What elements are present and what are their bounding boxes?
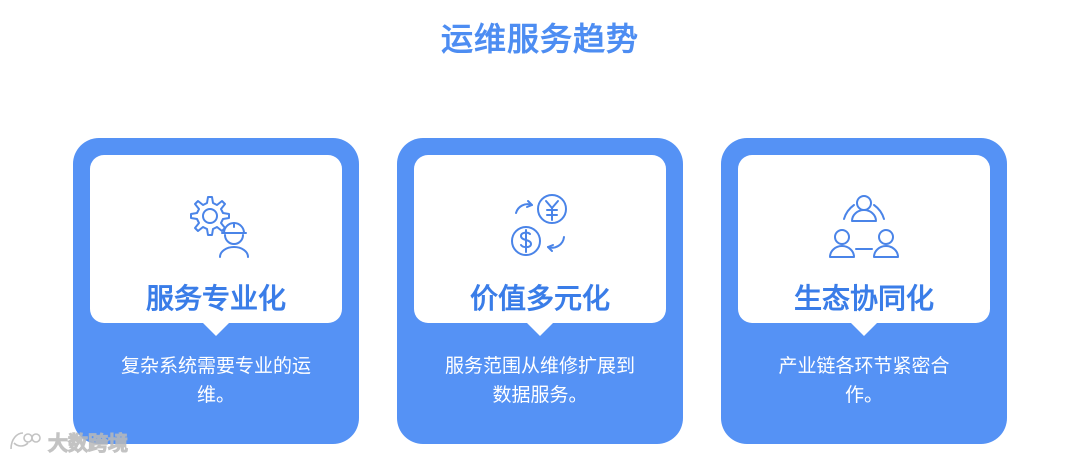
card-header-box: 服务专业化 <box>90 155 342 336</box>
trend-card-value: 价值多元化 服务范围从维修扩展到数据服务。 <box>397 138 683 444</box>
card-header-box: 价值多元化 <box>414 155 666 336</box>
card-description: 服务范围从维修扩展到数据服务。 <box>444 355 635 406</box>
page-title: 运维服务趋势 <box>440 20 639 58</box>
card-description: 产业链各环节紧密合作。 <box>778 355 950 406</box>
gear-engineer-icon <box>190 196 249 258</box>
card-description: 复杂系统需要专业的运维。 <box>120 355 311 406</box>
logo-icon <box>10 432 41 450</box>
watermark-text: 大数跨境 <box>48 430 129 455</box>
currency-exchange-icon <box>511 194 567 256</box>
card-heading: 价值多元化 <box>469 282 610 315</box>
card-heading: 服务专业化 <box>145 282 286 315</box>
card-heading: 生态协同化 <box>793 282 934 315</box>
trend-card-professional: 服务专业化 复杂系统需要专业的运维。 <box>73 138 359 444</box>
trend-card-ecosystem: 生态协同化 产业链各环节紧密合作。 <box>721 138 1007 444</box>
card-header-box: 生态协同化 <box>738 155 990 336</box>
team-collaboration-icon <box>829 195 899 258</box>
watermark: 大数跨境 <box>8 426 129 456</box>
